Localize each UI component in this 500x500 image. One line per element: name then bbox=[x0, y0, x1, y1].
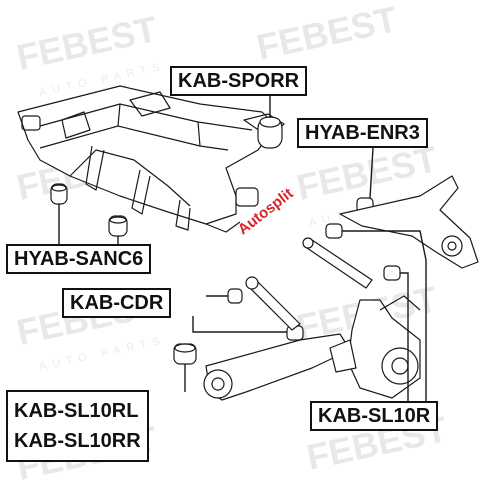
bushing-cdr-a bbox=[227, 288, 243, 304]
callout-kab-sl10rr: KAB-SL10RR bbox=[14, 430, 141, 452]
bushings bbox=[50, 116, 401, 365]
autosplit-seal: Autosplit bbox=[235, 185, 297, 238]
callout-kab-sl10rl: KAB-SL10RL bbox=[14, 400, 139, 422]
callout-kab-sl10r: KAB-SL10R bbox=[310, 401, 439, 431]
leader-lines bbox=[58, 96, 427, 402]
seal-text: Autosplit bbox=[235, 185, 297, 238]
suspension-arms bbox=[203, 175, 479, 401]
callout-kab-sporr: KAB-SPORR bbox=[170, 66, 308, 96]
bushing-sl10r-a bbox=[325, 223, 343, 239]
callout-kab-sl10rl-rr: KAB-SL10RL KAB-SL10RR bbox=[6, 390, 149, 462]
callout-hyab-sanc6: HYAB-SANC6 bbox=[6, 244, 152, 274]
subframe bbox=[17, 85, 285, 233]
callout-hyab-enr3: HYAB-ENR3 bbox=[297, 118, 428, 148]
bushing-sl10r-b bbox=[383, 265, 401, 281]
watermark-brand-2: FEBEST bbox=[253, 0, 400, 68]
toe-link bbox=[303, 239, 373, 289]
callout-kab-cdr: KAB-CDR bbox=[62, 288, 172, 318]
